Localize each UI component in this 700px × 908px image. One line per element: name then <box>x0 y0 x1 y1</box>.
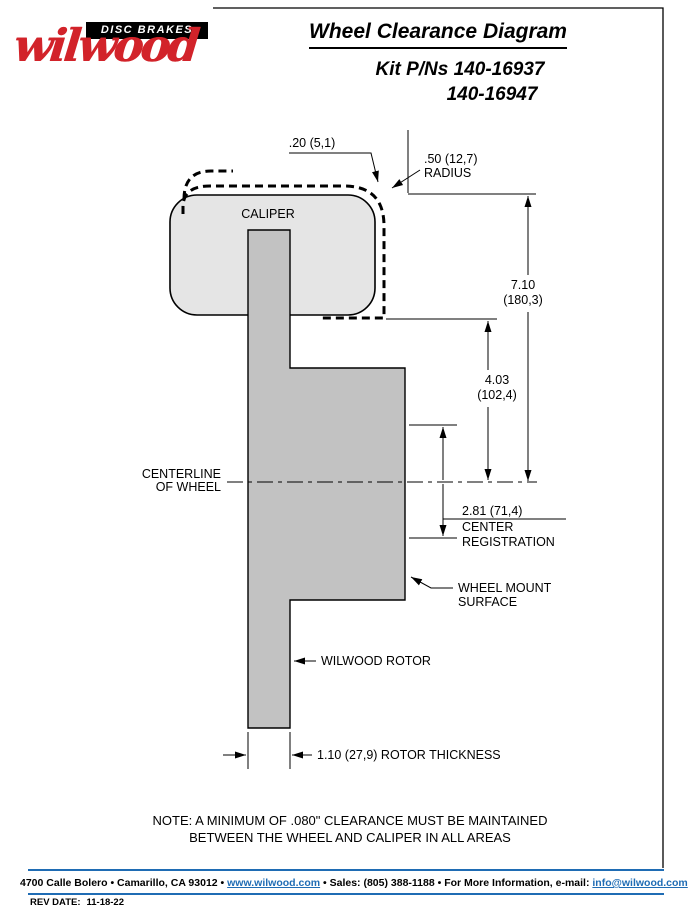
kit-line-1: Kit P/Ns 140-16937 <box>375 59 545 80</box>
radius-label-word: RADIUS <box>424 166 471 180</box>
dim-clearance-label: .20 (5,1) <box>289 136 336 150</box>
dim-710-value: 7.10 <box>511 278 535 292</box>
page-title: Wheel Clearance Diagram <box>278 20 598 49</box>
wheel-mount-leader <box>410 576 453 589</box>
centerline-label-2: OF WHEEL <box>156 480 221 494</box>
rotor-shape <box>247 229 406 729</box>
dim-clearance-leader <box>289 152 379 183</box>
radius-leader <box>391 169 421 189</box>
footer-link-website[interactable]: www.wilwood.com <box>227 877 321 889</box>
kit-line-2: 140-16947 <box>446 84 538 105</box>
clearance-note: NOTE: A MINIMUM OF .080" CLEARANCE MUST … <box>0 812 700 846</box>
rotor-label: WILWOOD ROTOR <box>321 654 431 668</box>
page-title-text: Wheel Clearance Diagram <box>309 20 567 49</box>
wheel-clearance-dashed-step <box>182 169 233 200</box>
wheel-mount-label-2: SURFACE <box>458 595 517 609</box>
dim-710-mm: (180,3) <box>503 293 543 307</box>
centerline-label-1: CENTERLINE <box>142 467 221 481</box>
wheel-mount-label-1: WHEEL MOUNT <box>458 581 552 595</box>
kit-numbers: Kit P/Ns 140-16937 140-16947 <box>310 57 610 107</box>
disc-brakes-badge: DISC BRAKES <box>86 22 208 39</box>
dim-403-value: 4.03 <box>485 373 509 387</box>
rev-date-label: REV DATE: <box>30 897 81 908</box>
footer-link-email[interactable]: info@wilwood.com <box>592 877 688 889</box>
caliper-label: CALIPER <box>241 207 295 221</box>
dim-403-mm: (102,4) <box>477 388 517 402</box>
footer-rule-bottom <box>28 893 664 895</box>
center-reg-value: 2.81 (71,4) <box>462 504 522 518</box>
footer-rule-top <box>28 869 664 871</box>
rev-date: REV DATE: 11-18-22 <box>30 897 130 908</box>
rotor-thickness-label: 1.10 (27,9) ROTOR THICKNESS <box>317 748 501 762</box>
footer-sales: • Sales: (805) 388-1188 • For More Infor… <box>320 877 593 889</box>
clearance-note-line-2: BETWEEN THE WHEEL AND CALIPER IN ALL ARE… <box>189 830 511 845</box>
footer-address: 4700 Calle Bolero • Camarillo, CA 93012 … <box>20 877 228 889</box>
page-frame <box>213 7 664 868</box>
center-reg-word-1: CENTER <box>462 520 513 534</box>
rev-date-value: 11-18-22 <box>86 897 125 908</box>
wilwood-logo: DISC BRAKES wilwood <box>11 12 219 74</box>
clearance-note-line-1: NOTE: A MINIMUM OF .080" CLEARANCE MUST … <box>152 813 548 828</box>
footer-contact-info: 4700 Calle Bolero • Camarillo, CA 93012 … <box>20 877 688 889</box>
center-reg-word-2: REGISTRATION <box>462 535 555 549</box>
radius-label-value: .50 (12,7) <box>424 152 478 166</box>
